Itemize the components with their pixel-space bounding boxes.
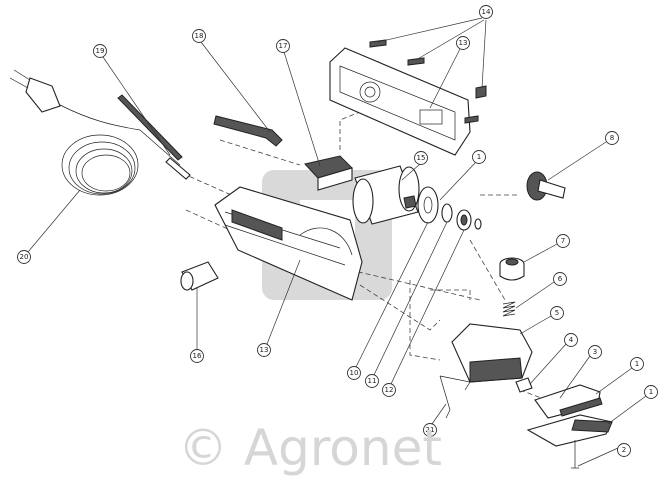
- screws: [369, 39, 487, 124]
- watermark-text: © Agronet: [178, 419, 442, 477]
- callout-13: 13: [257, 343, 271, 357]
- callout-circle: [93, 44, 107, 58]
- callout-number: 17: [279, 42, 288, 50]
- spring: [502, 301, 516, 317]
- callout-circle: [553, 272, 567, 286]
- lower-blade: [526, 414, 613, 469]
- callout-20: 20: [17, 250, 31, 264]
- callout-number: 20: [20, 253, 29, 261]
- fork: [515, 377, 533, 393]
- callout-16: 16: [190, 349, 204, 363]
- callout-number: 5: [555, 309, 559, 317]
- callout-circle: [479, 5, 493, 19]
- callout-15: 15: [414, 151, 428, 165]
- tension-lever: [439, 375, 471, 419]
- callout-number: 1: [477, 153, 481, 161]
- callout-1: 1: [644, 385, 658, 399]
- callout-number: 16: [193, 352, 202, 360]
- callout-14: 14: [479, 5, 493, 19]
- callout-circle: [347, 366, 361, 380]
- callout-6: 6: [553, 272, 567, 286]
- callout-19: 19: [93, 44, 107, 58]
- callout-4: 4: [564, 333, 578, 347]
- callout-circle: [617, 443, 631, 457]
- callout-21: 21: [423, 423, 437, 437]
- fan-and-washers: [417, 186, 482, 231]
- callout-12: 12: [382, 383, 396, 397]
- cable-strap: [117, 94, 191, 180]
- callout-circle: [423, 423, 437, 437]
- callout-8: 8: [605, 131, 619, 145]
- callout-circle: [630, 357, 644, 371]
- callout-circle: [588, 345, 602, 359]
- callout-number: 13: [260, 346, 269, 354]
- leader-lines: [27, 17, 647, 467]
- eccentric: [499, 257, 525, 281]
- switch: [304, 155, 353, 191]
- callout-number: 10: [350, 369, 359, 377]
- callout-circle: [365, 374, 379, 388]
- callout-number: 18: [195, 32, 204, 40]
- callout-number: 3: [593, 348, 597, 356]
- callout-number: 1: [649, 388, 653, 396]
- callout-number: 21: [426, 426, 435, 434]
- callout-circle: [414, 151, 428, 165]
- power-cable: [9, 69, 181, 196]
- callout-number: 6: [558, 275, 563, 283]
- callout-2: 2: [617, 443, 631, 457]
- lower-housing: [214, 186, 363, 301]
- callout-number: 13: [459, 39, 468, 47]
- callout-3: 3: [588, 345, 602, 359]
- callout-number: 4: [569, 336, 574, 344]
- callout-17: 17: [276, 39, 290, 53]
- callout-circle: [644, 385, 658, 399]
- callout-1: 1: [472, 150, 486, 164]
- callout-number: 8: [610, 134, 614, 142]
- callout-number: 11: [368, 377, 377, 385]
- callout-1: 1: [630, 357, 644, 371]
- callout-number: 1: [635, 360, 639, 368]
- callout-13: 13: [456, 36, 470, 50]
- callout-circle: [276, 39, 290, 53]
- callout-number: 14: [482, 8, 491, 16]
- callout-number: 15: [417, 154, 426, 162]
- upper-blade: [534, 384, 603, 419]
- callout-circle: [257, 343, 271, 357]
- callout-10: 10: [347, 366, 361, 380]
- callout-circle: [190, 349, 204, 363]
- callout-circle: [192, 29, 206, 43]
- callout-circle: [456, 36, 470, 50]
- callout-circle: [472, 150, 486, 164]
- callout-number: 2: [622, 446, 626, 454]
- callout-number: 12: [385, 386, 394, 394]
- callout-number: 19: [96, 47, 105, 55]
- gear-shaft: [526, 171, 566, 201]
- upper-housing: [329, 47, 471, 156]
- callout-7: 7: [556, 234, 570, 248]
- callout-circle: [382, 383, 396, 397]
- head-cover: [451, 323, 533, 383]
- callout-circle: [564, 333, 578, 347]
- callout-11: 11: [365, 374, 379, 388]
- callout-circle: [556, 234, 570, 248]
- cable-clip: [213, 115, 283, 147]
- bushing: [180, 261, 219, 291]
- callout-number: 7: [561, 237, 565, 245]
- callout-circle: [550, 306, 564, 320]
- callout-5: 5: [550, 306, 564, 320]
- callout-circle: [605, 131, 619, 145]
- callout-circle: [17, 250, 31, 264]
- callout-18: 18: [192, 29, 206, 43]
